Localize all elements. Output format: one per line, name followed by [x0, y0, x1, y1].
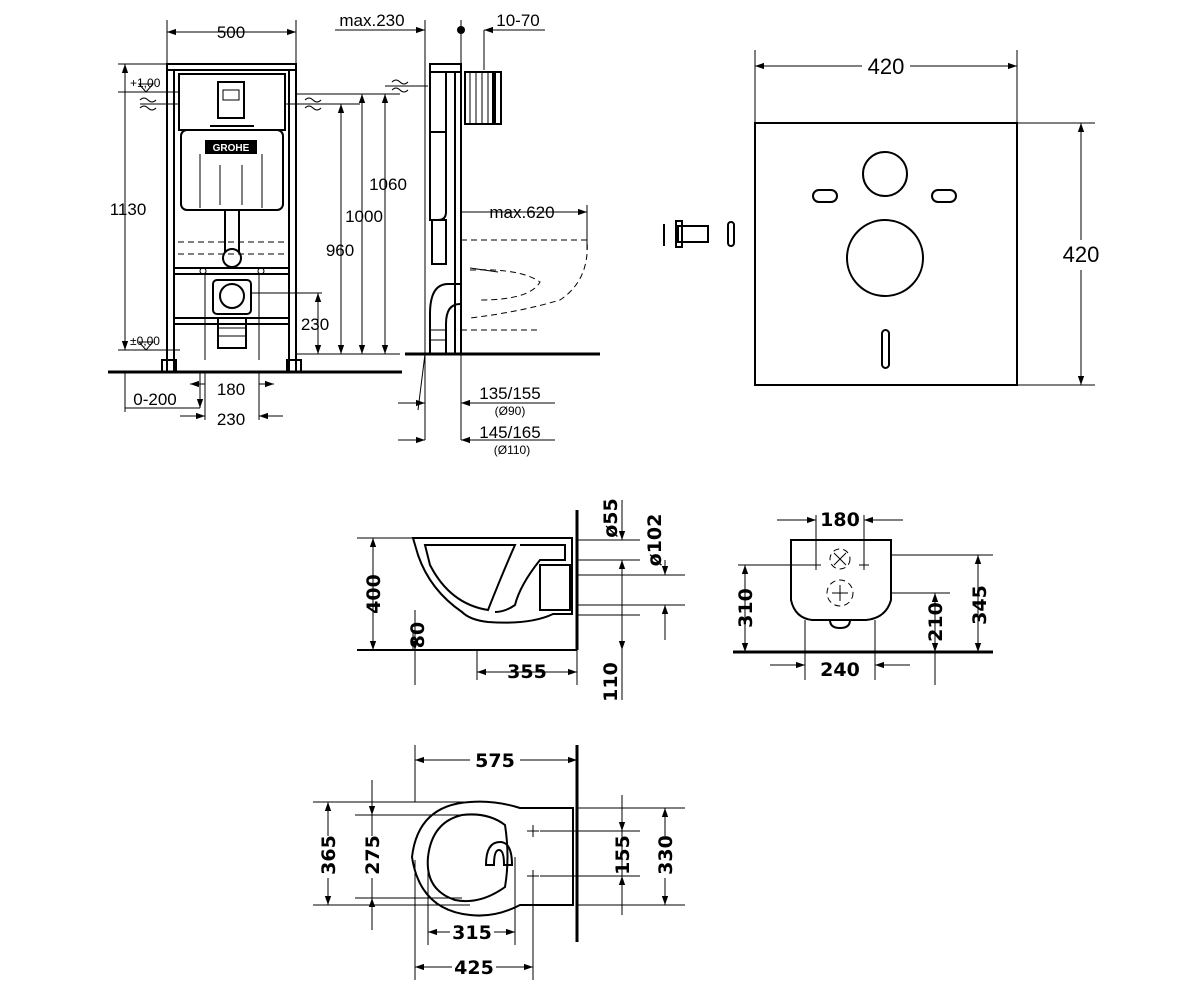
dim-180-bolts: 180	[217, 380, 245, 399]
dim-rear-210: 210	[925, 602, 947, 642]
dim-max-620: max.620	[489, 203, 554, 222]
dim-top-315: 315	[452, 922, 492, 944]
dim-0-200: 0-200	[133, 390, 176, 409]
dim-top-275: 275	[362, 835, 384, 875]
dim-1000: 1000	[345, 207, 383, 226]
dim-diameter-90: (Ø90)	[495, 404, 526, 418]
dim-diameter-55: ø55	[600, 498, 622, 538]
dim-135-155: 135/155	[479, 384, 540, 403]
level-plus-label: +1,00	[130, 76, 161, 90]
dim-bowl-height-400: 400	[363, 574, 385, 614]
dim-rear-345: 345	[969, 585, 991, 625]
dim-10-70: 10-70	[496, 11, 539, 30]
dim-diameter-102: ø102	[644, 514, 666, 567]
level-zero-label: ±0,00	[130, 334, 160, 348]
dim-rear-240: 240	[820, 659, 860, 681]
dim-bowl-80: 80	[407, 622, 429, 648]
bowl-side-view: 400 80 355 110 ø55 ø102	[357, 498, 685, 702]
dim-max-230: max.230	[339, 11, 404, 30]
dim-top-330: 330	[655, 835, 677, 875]
dim-230-bolts: 230	[217, 410, 245, 429]
frame-front-view: 500 1130 +1,00 ±0,00 1060 1000 960 230 0…	[108, 20, 407, 429]
dim-rear-180: 180	[820, 509, 860, 531]
bowl-rear-view: 180 310 210 345 240	[733, 509, 993, 685]
dim-bowl-355: 355	[507, 661, 547, 683]
grohe-logo: GROHE	[213, 143, 250, 154]
dim-960: 960	[326, 241, 354, 260]
dim-frame-width: 500	[217, 23, 245, 42]
dim-rear-310: 310	[735, 588, 757, 628]
dim-top-575: 575	[475, 750, 515, 772]
dim-top-365: 365	[318, 835, 340, 875]
dim-bowl-110: 110	[600, 662, 622, 702]
dim-top-155: 155	[612, 835, 634, 875]
dim-230-height: 230	[301, 315, 329, 334]
dim-frame-height: 1130	[110, 200, 147, 219]
dim-1060: 1060	[369, 175, 407, 194]
bowl-top-view: 575 365 275 155 330 315 425	[313, 745, 685, 980]
dim-diameter-110: (Ø110)	[494, 443, 530, 457]
dim-panel-width: 420	[868, 54, 905, 79]
dim-top-425: 425	[454, 957, 494, 979]
frame-side-view: max.230 10-70 max.620 135/155 (Ø90) 145/…	[335, 11, 600, 457]
dim-145-165: 145/165	[479, 423, 540, 442]
dim-panel-height: 420	[1063, 242, 1100, 267]
insulation-panel: 420 420	[663, 50, 1106, 386]
